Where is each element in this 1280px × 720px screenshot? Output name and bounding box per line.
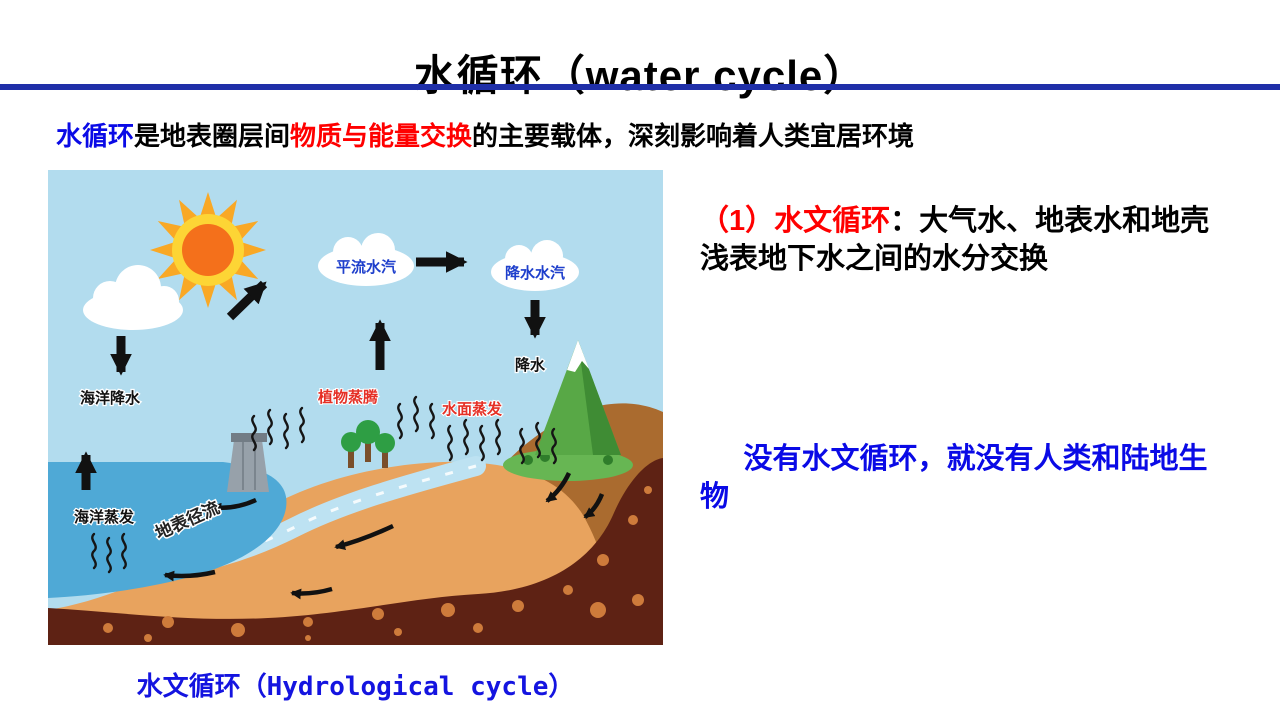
point-1-body: 大气水、地表水和地壳浅表地下水之间的水分交换 bbox=[700, 205, 1210, 276]
intro-highlight-red: 物质与能量交换 bbox=[290, 121, 473, 151]
arrow-ocean-to-advection bbox=[226, 280, 268, 321]
title-divider bbox=[0, 84, 1280, 90]
label-precipitation: 降水 bbox=[515, 356, 546, 374]
point-1: （1）水文循环：大气水、地表水和地壳浅表地下水之间的水分交换 bbox=[700, 202, 1215, 279]
sun-icon bbox=[150, 192, 266, 308]
label-ocean-evaporation: 海洋蒸发 bbox=[74, 508, 135, 526]
point-1-label: （1）水文循环 bbox=[700, 205, 891, 237]
label-ocean-precipitation: 海洋降水 bbox=[80, 389, 141, 407]
mountain bbox=[535, 340, 621, 455]
flow-arrows bbox=[75, 251, 546, 490]
cloud bbox=[83, 265, 183, 330]
intro-tail: 的主要载体，深刻影响着人类宜居环境 bbox=[472, 121, 915, 151]
point-2: 没有水文循环，就没有人类和陆地生物 bbox=[700, 443, 1208, 514]
intro-text: 水循环是地表圈层间物质与能量交换的主要载体，深刻影响着人类宜居环境 bbox=[56, 116, 914, 153]
intro-highlight-blue: 水循环 bbox=[56, 121, 135, 151]
runoff-arrows bbox=[163, 472, 605, 600]
label-precipitation-vapor: 降水水汽 bbox=[505, 264, 565, 282]
intro-mid: 是地表圈层间 bbox=[134, 121, 291, 151]
label-plant-transpiration: 植物蒸腾 bbox=[318, 388, 379, 406]
figure-caption: 水文循环（Hydrological cycle） bbox=[136, 672, 575, 702]
evaporation-squiggles bbox=[91, 395, 557, 574]
dam bbox=[227, 433, 269, 492]
grass bbox=[503, 449, 633, 481]
water-cycle-illustration: 平流水汽 降水水汽 bbox=[48, 170, 663, 645]
ocean bbox=[48, 462, 287, 598]
cloud-advection: 平流水汽 bbox=[318, 233, 414, 286]
label-water-surface-evaporation: 水面蒸发 bbox=[442, 400, 503, 418]
point-1-colon: ： bbox=[890, 205, 920, 237]
soil bbox=[48, 458, 663, 645]
cloud-precipitation-vapor: 降水水汽 bbox=[491, 240, 579, 291]
label-advection-vapor: 平流水汽 bbox=[336, 258, 396, 276]
page-title: 水循环（water cycle） bbox=[413, 52, 867, 100]
trees bbox=[341, 420, 395, 468]
